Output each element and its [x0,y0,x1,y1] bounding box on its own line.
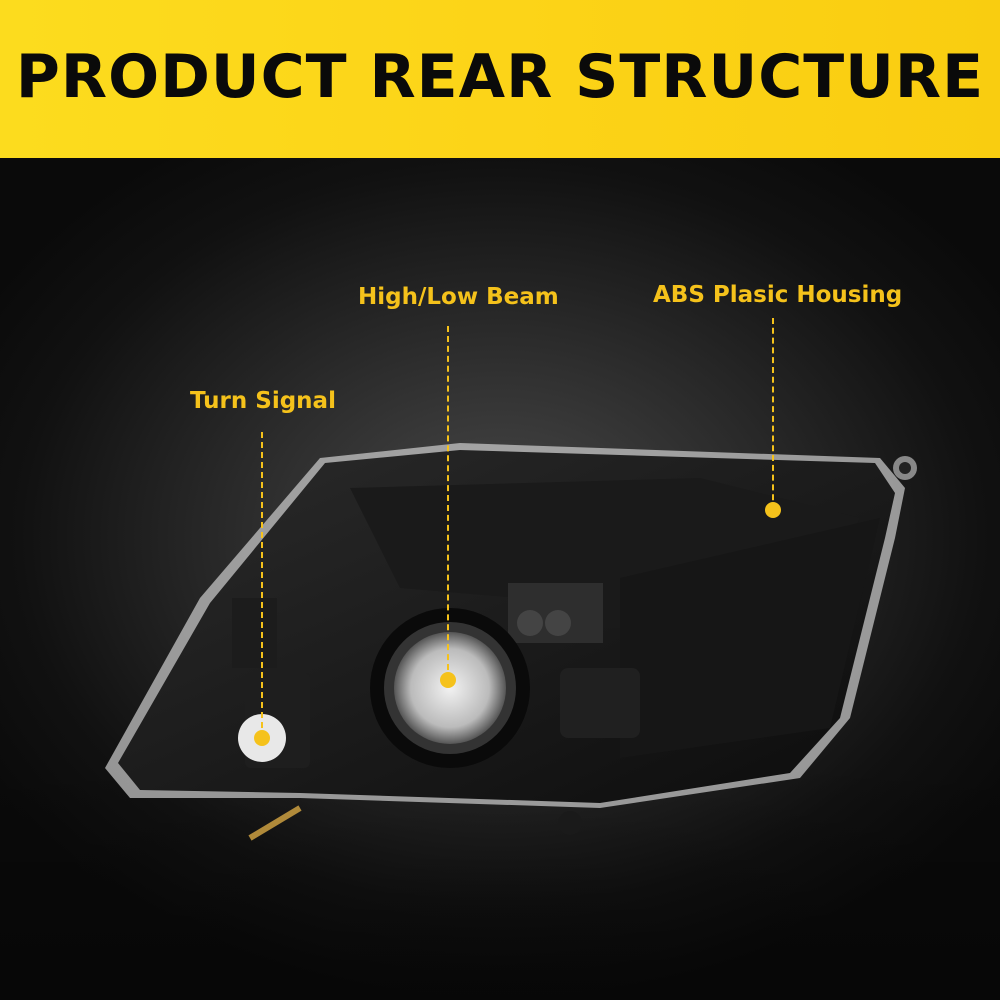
page-title: PRODUCT REAR STRUCTURE [15,42,985,112]
headlight-image [105,443,917,841]
callout-dot-abs-housing [765,502,781,518]
callout-dot-high-low-beam [440,672,456,688]
callout-line-high-low-beam [447,326,449,680]
callout-line-turn-signal [261,432,263,738]
title-banner: PRODUCT REAR STRUCTURE [0,0,1000,158]
callout-line-abs-housing [772,318,774,510]
callout-label-high-low-beam: High/Low Beam [358,284,559,310]
callout-dot-turn-signal [254,730,270,746]
callout-label-turn-signal: Turn Signal [190,388,336,414]
callout-label-abs-housing: ABS Plasic Housing [653,282,903,308]
